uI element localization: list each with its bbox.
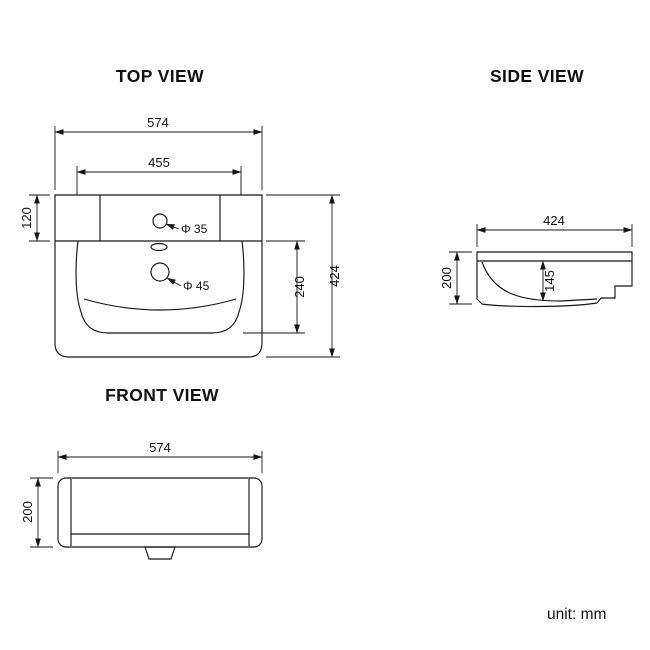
side-view-drawing (476, 251, 633, 308)
drain-hole-label: Φ 45 (183, 279, 210, 293)
side-view-dimensions: 424 200 145 (439, 213, 633, 305)
dim-front-width: 574 (149, 440, 171, 455)
drain-hole-circle (150, 262, 170, 282)
side-view-title: SIDE VIEW (489, 66, 585, 86)
faucet-hole-circle (152, 213, 168, 229)
front-view-dimensions: 574 200 (20, 440, 263, 548)
side-bowl-line (481, 261, 598, 302)
bowl-bottom-curve (83, 298, 237, 311)
faucet-hole-label: Φ 35 (181, 222, 208, 236)
dim-width-outer: 574 (147, 115, 169, 130)
overflow-slot (150, 242, 168, 252)
top-view-drawing: Φ 35 Φ 45 (54, 194, 263, 358)
front-view-title: FRONT VIEW (105, 385, 219, 405)
drain-hole-leader (166, 277, 182, 287)
dim-bowl-depth: 240 (292, 276, 307, 298)
dim-side-depth: 424 (543, 213, 565, 228)
dim-front-height: 200 (20, 501, 35, 523)
dim-width-inner: 455 (148, 155, 170, 170)
basin-outer-outline (54, 194, 263, 358)
front-outline (57, 477, 263, 548)
unit-label: unit: mm (547, 606, 607, 623)
top-view-dimensions: 574 455 120 240 424 (19, 115, 342, 358)
dim-inner-depth: 145 (542, 270, 557, 292)
drain-stub (144, 546, 176, 560)
side-profile-outline (476, 251, 633, 308)
faucet-hole-leader (165, 223, 180, 230)
dim-back-depth: 120 (19, 207, 34, 229)
front-view-drawing (57, 477, 263, 560)
top-view-title: TOP VIEW (115, 66, 205, 86)
bowl-outline (75, 240, 245, 334)
dim-side-height: 200 (439, 267, 454, 289)
dim-total-depth: 424 (327, 265, 342, 287)
